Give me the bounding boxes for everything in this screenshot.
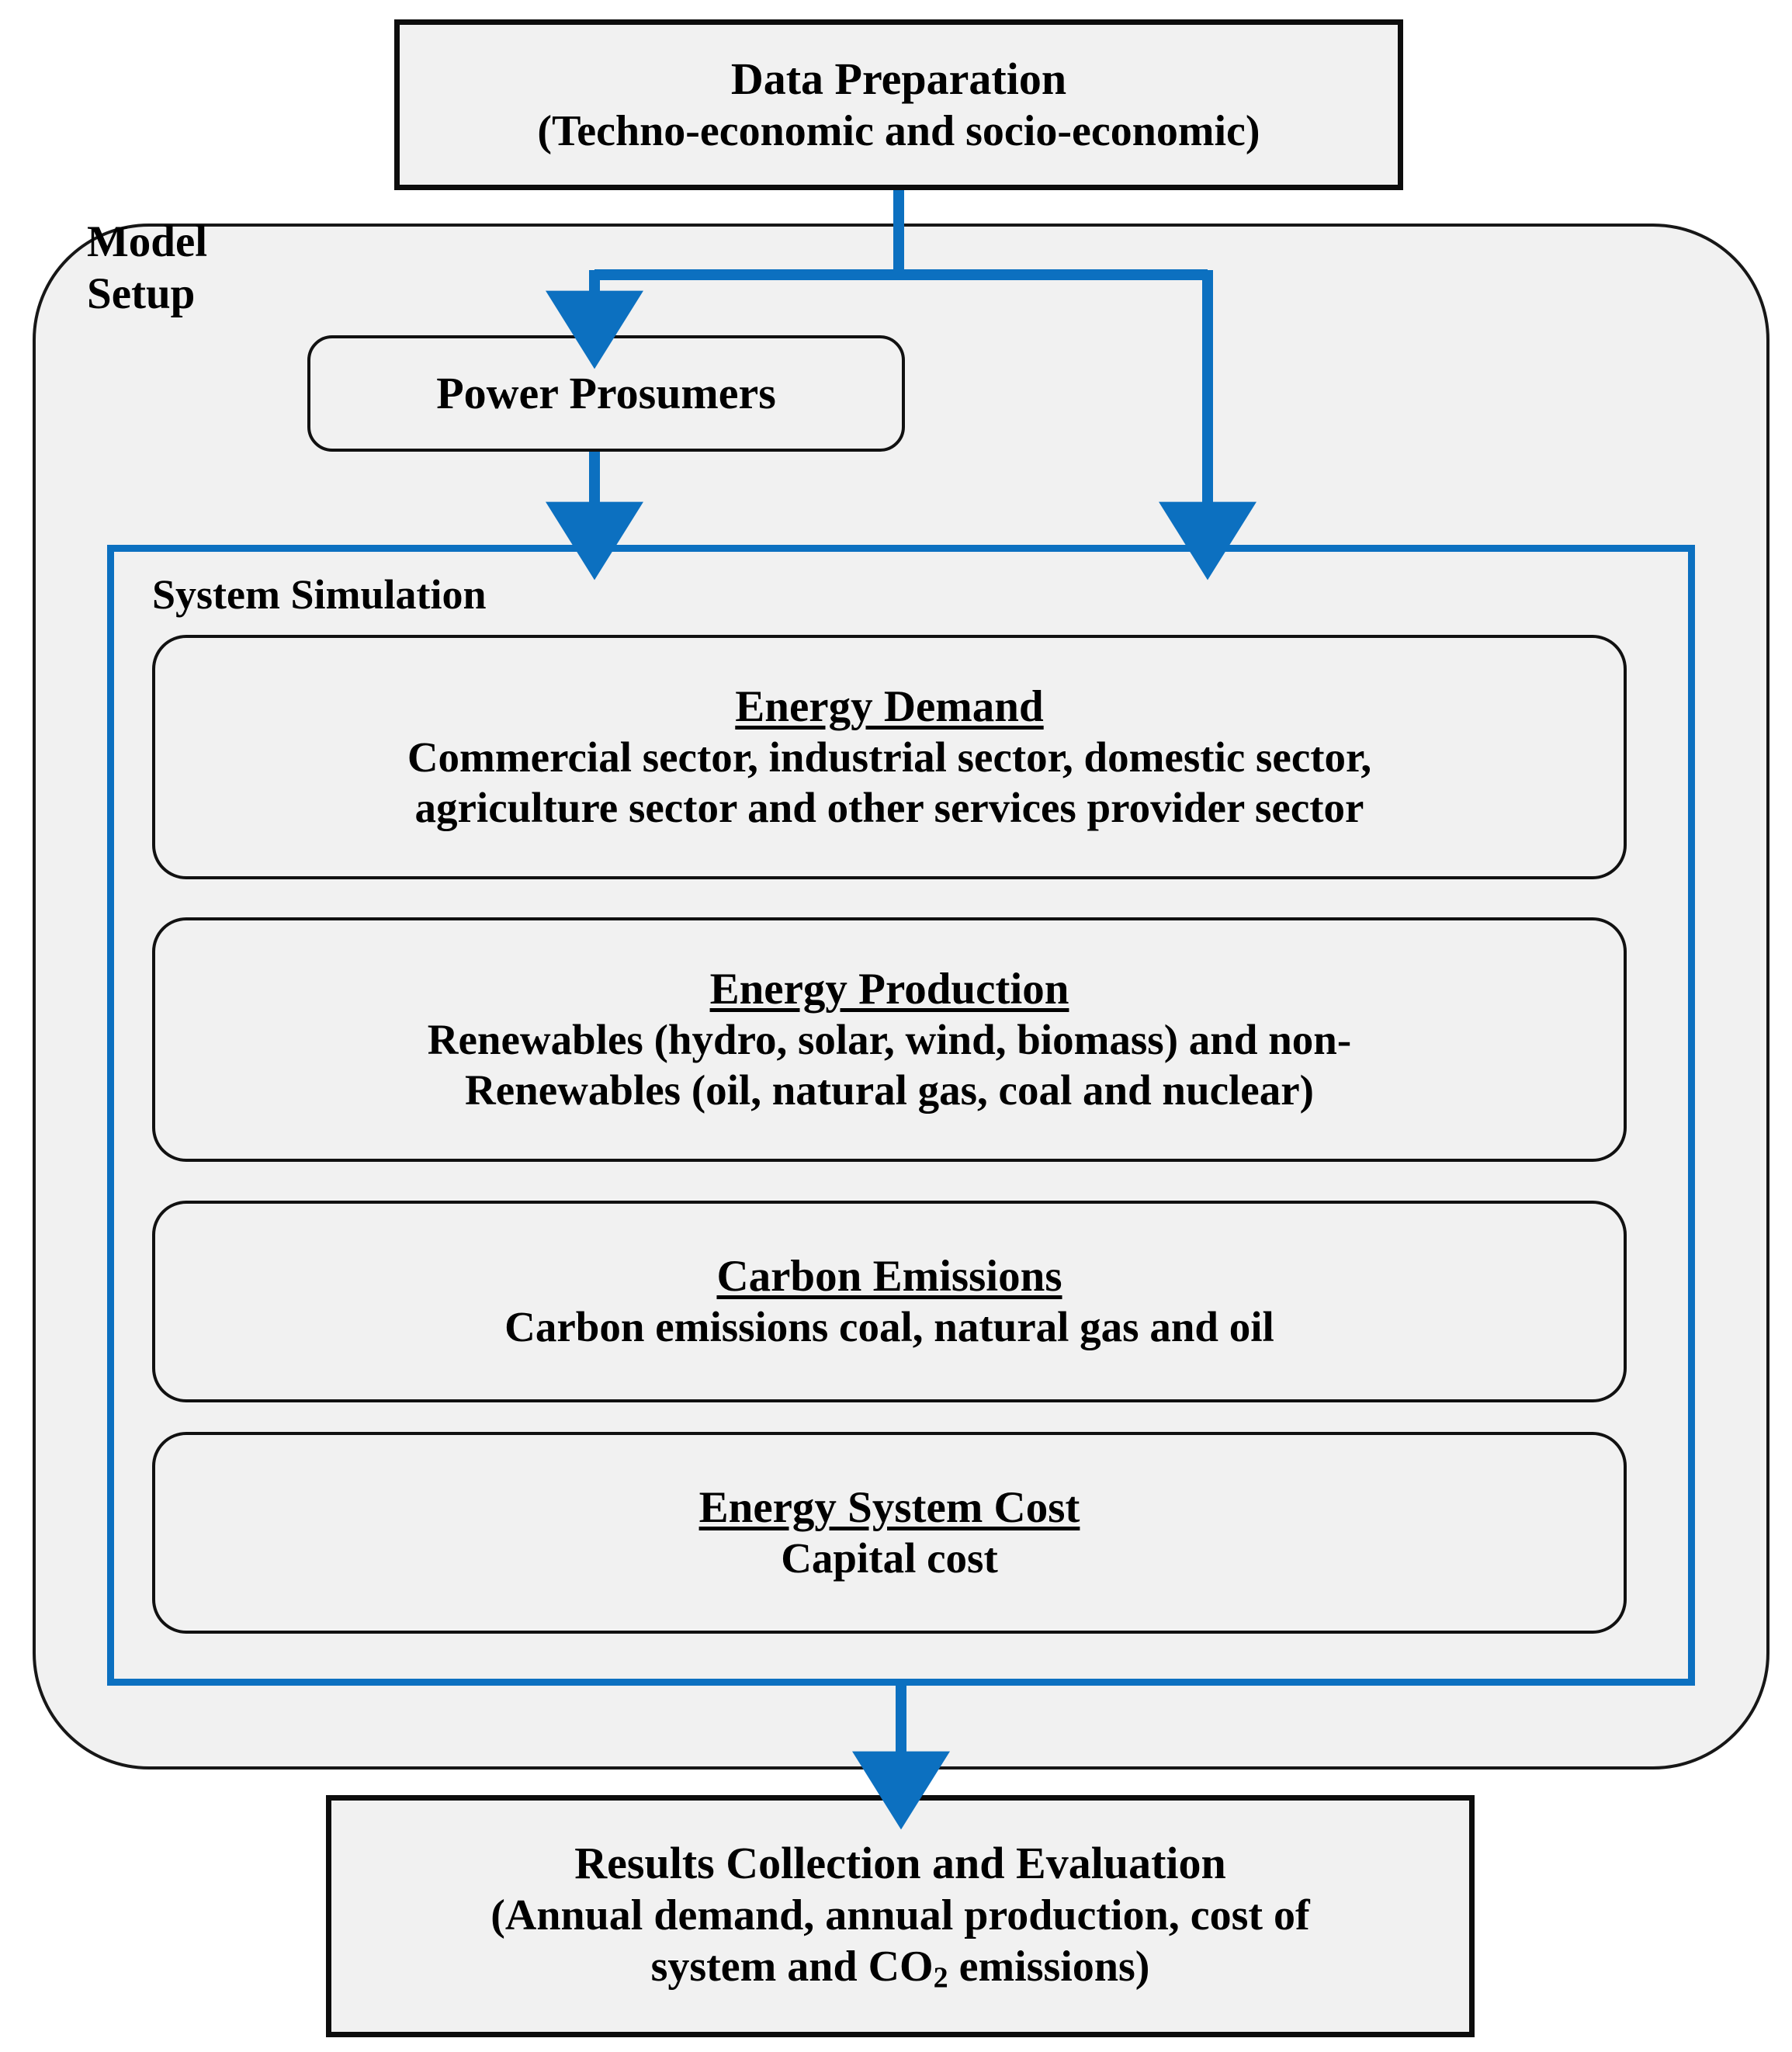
power-prosumers-label: Power Prosumers xyxy=(436,367,776,418)
system-simulation-label: System Simulation xyxy=(152,571,487,618)
energy-production-body-line-1: Renewables (hydro, solar, wind, biomass)… xyxy=(427,1016,1352,1064)
carbon-emissions-body-line-1: Carbon emissions coal, natural gas and o… xyxy=(504,1303,1274,1351)
energy-system-cost-box: Energy System Cost Capital cost xyxy=(152,1432,1627,1634)
data-preparation-box: Data Preparation (Techno-economic and so… xyxy=(394,19,1403,190)
data-preparation-subtitle: (Techno-economic and socio-economic) xyxy=(537,107,1260,156)
results-line-2: system and CO2 emissions) xyxy=(651,1941,1150,1995)
energy-demand-box: Energy Demand Commercial sector, industr… xyxy=(152,635,1627,879)
carbon-emissions-heading: Carbon Emissions xyxy=(716,1251,1062,1301)
carbon-emissions-box: Carbon Emissions Carbon emissions coal, … xyxy=(152,1201,1627,1402)
energy-production-box: Energy Production Renewables (hydro, sol… xyxy=(152,917,1627,1162)
energy-system-cost-heading: Energy System Cost xyxy=(698,1482,1080,1532)
energy-production-heading: Energy Production xyxy=(709,964,1069,1014)
energy-demand-heading: Energy Demand xyxy=(735,681,1044,731)
energy-production-body-line-2: Renewables (oil, natural gas, coal and n… xyxy=(465,1066,1314,1114)
model-setup-label: Model Setup xyxy=(87,216,265,321)
results-title: Results Collection and Evaluation xyxy=(574,1837,1226,1888)
results-co2-subscript: 2 xyxy=(933,1961,948,1995)
results-line-1: (Annual demand, annual production, cost … xyxy=(490,1891,1310,1940)
model-setup-label-line1: Model xyxy=(87,217,208,266)
energy-demand-body-line-1: Commercial sector, industrial sector, do… xyxy=(407,733,1372,782)
model-setup-label-line2: Setup xyxy=(87,269,196,319)
energy-system-cost-body-line-1: Capital cost xyxy=(781,1534,998,1582)
data-preparation-title: Data Preparation xyxy=(730,53,1067,104)
results-line-2-prefix: system and CO xyxy=(650,1943,934,1991)
power-prosumers-box: Power Prosumers xyxy=(307,335,905,452)
results-collection-box: Results Collection and Evaluation (Annua… xyxy=(326,1795,1475,2037)
results-line-2-suffix: emissions) xyxy=(948,1943,1150,1991)
energy-demand-body-line-2: agriculture sector and other services pr… xyxy=(414,784,1364,832)
